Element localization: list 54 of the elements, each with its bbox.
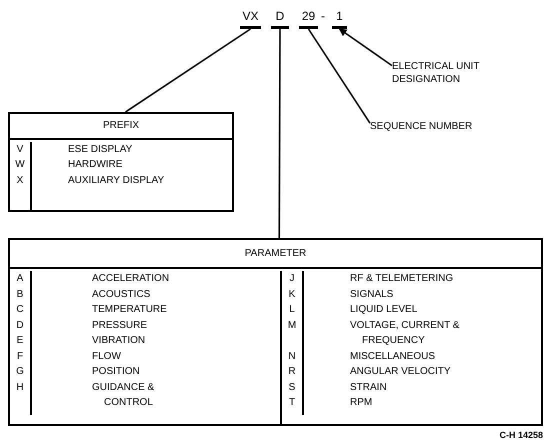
description-text: SIGNALS (350, 288, 394, 302)
key-letter: G (16, 365, 24, 379)
leader-line (125, 28, 251, 113)
key-letter: L (289, 303, 295, 317)
description-text: GUIDANCE & CONTROL (92, 380, 156, 410)
description-text: POSITION (92, 365, 140, 379)
description-text: TEMPERATURE (92, 303, 167, 317)
key-letter: X (16, 174, 24, 188)
key-letter: A (16, 272, 24, 286)
code-segment: 29 (299, 8, 318, 29)
description-text: LIQUID LEVEL (350, 303, 418, 317)
key-letter: H (16, 380, 24, 394)
description-text: HARDWIRE (68, 159, 122, 170)
description-text: VIBRATION (92, 334, 146, 348)
key-letter: R (288, 365, 296, 379)
description-text: ACOUSTICS (92, 288, 150, 302)
description-text: RPM (350, 396, 372, 410)
figure-number: C-H 14258 (499, 430, 543, 440)
key-letter: D (16, 318, 24, 332)
table-header: PARAMETER (244, 247, 306, 261)
leader-line (338, 28, 392, 66)
code-segment: 1 (332, 8, 347, 29)
table-panel (8, 238, 543, 426)
description-text: FLOW (92, 350, 121, 364)
key-letter: C (16, 303, 24, 317)
description-text: PRESSURE (92, 318, 148, 332)
description-text: ESE DISPLAY (68, 144, 132, 154)
key-letter: F (16, 350, 24, 364)
description-text: VOLTAGE, CURRENT & FREQUENCY (350, 318, 460, 348)
table-panel (8, 112, 234, 212)
code-segment: VX (240, 8, 261, 29)
description-text: STRAIN (350, 380, 387, 394)
table-header: PREFIX (102, 119, 140, 134)
description-text: MISCELLANEOUS (350, 350, 436, 364)
description-text: RF & TELEMETERING (350, 272, 454, 286)
key-letter: S (288, 380, 296, 394)
key-letter: M (288, 318, 296, 332)
key-letter: J (290, 272, 294, 286)
callout-text: SEQUENCE NUMBER (370, 121, 472, 132)
key-letter: E (16, 334, 24, 348)
leader-line (308, 28, 371, 124)
key-letter: T (288, 396, 296, 410)
code-segment: D (271, 8, 289, 29)
key-letter: N (288, 350, 296, 364)
key-letter: W (15, 158, 25, 172)
callout-text: ELECTRICAL UNIT DESIGNATION (392, 61, 480, 85)
key-letter: K (288, 288, 296, 302)
description-text: ACCELERATION (92, 272, 170, 286)
description-text: AUXILIARY DISPLAY (68, 174, 164, 186)
separator-dash: - (321, 9, 325, 23)
leader-line (278, 29, 281, 238)
key-letter: V (16, 142, 24, 156)
key-letter: B (16, 288, 24, 302)
description-text: ANGULAR VELOCITY (350, 365, 451, 379)
